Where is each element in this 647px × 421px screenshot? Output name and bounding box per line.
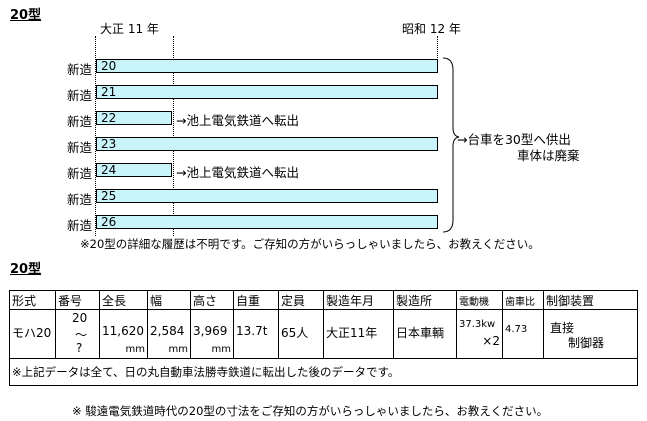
header-cell: 番号 bbox=[55, 290, 100, 310]
header-cell: 全長 bbox=[99, 290, 148, 310]
capacity-cell: 65人 bbox=[278, 309, 324, 359]
transfer-note: →池上電気鉄道へ転出 bbox=[176, 165, 299, 180]
row-label: 新造 bbox=[66, 166, 92, 181]
controller-cell: 直接 制御器 bbox=[543, 309, 638, 359]
timeline-start-label: 大正 11 年 bbox=[100, 22, 159, 36]
header-cell: 高さ bbox=[190, 290, 234, 310]
number-bottom: ? bbox=[76, 341, 83, 355]
built-date-cell: 大正11年 bbox=[323, 309, 394, 359]
length-cell: 11,620 mm bbox=[99, 309, 148, 359]
bogie-outcome-text: →台車を30型へ供出 bbox=[457, 132, 571, 147]
car-bar-20: 20 bbox=[96, 59, 438, 73]
weight-cell: 13.7t bbox=[233, 309, 279, 359]
spec-footnote-row: ※上記データは全て、日の丸自動車法勝寺鉄道に転出した後のデータです。 bbox=[9, 358, 638, 386]
transfer-note: →池上電気鉄道へ転出 bbox=[176, 113, 299, 128]
row-label: 新造 bbox=[66, 88, 92, 103]
car-bar-26: 26 bbox=[96, 215, 438, 229]
row-label: 新造 bbox=[66, 192, 92, 207]
motor-cell: 37.3kw ×2 bbox=[456, 309, 503, 359]
header-cell: 製造所 bbox=[393, 290, 457, 310]
spec-header-row: 形式 番号 全長 幅 高さ 自重 定員 製造年月 製造所 電動機 歯車比 制御装… bbox=[9, 290, 638, 310]
width-value: 2,584 bbox=[150, 324, 185, 338]
header-cell: 制御装置 bbox=[543, 290, 638, 310]
height-value: 3,969 bbox=[193, 324, 228, 338]
row-label: 新造 bbox=[66, 140, 92, 155]
header-cell: 製造年月 bbox=[323, 290, 394, 310]
height-cell: 3,969 mm bbox=[190, 309, 234, 359]
length-unit: mm bbox=[125, 344, 145, 355]
spec-footnote: ※上記データは全て、日の丸自動車法勝寺鉄道に転出した後のデータです。 bbox=[9, 358, 638, 386]
car-bar-22: 22 bbox=[96, 111, 172, 125]
length-value: 11,620 bbox=[102, 324, 144, 338]
section-title: 20型 bbox=[10, 262, 42, 277]
spec-data-row: モハ20 20 ～ ? 11,620 mm 2,584 mm 3,969 mm bbox=[9, 309, 638, 359]
timeline-guide-line bbox=[173, 36, 174, 236]
timeline-end-line bbox=[437, 36, 438, 58]
gear-ratio-cell: 4.73 bbox=[502, 309, 544, 359]
group-brace bbox=[442, 57, 460, 233]
header-cell: 形式 bbox=[9, 290, 56, 310]
timeline-start-line bbox=[95, 36, 96, 236]
number-top: 20 bbox=[72, 311, 88, 325]
car-bar-21: 21 bbox=[96, 85, 438, 99]
header-cell: 自重 bbox=[233, 290, 279, 310]
controller-line1: 直接 bbox=[550, 321, 575, 335]
motor-count: ×2 bbox=[482, 334, 500, 348]
dimension-note: ※ 駿遠電気鉄道時代の20型の寸法をご存知の方がいらっしゃいましたら、お教えくだ… bbox=[72, 404, 549, 418]
header-cell: 定員 bbox=[278, 290, 324, 310]
car-bar-25: 25 bbox=[96, 189, 438, 203]
timeline-end-label: 昭和 12 年 bbox=[402, 22, 461, 36]
width-cell: 2,584 mm bbox=[147, 309, 191, 359]
row-label: 新造 bbox=[66, 218, 92, 233]
number-range: ～ bbox=[75, 328, 88, 342]
model-cell: モハ20 bbox=[9, 309, 56, 359]
header-cell: 幅 bbox=[147, 290, 191, 310]
width-unit: mm bbox=[168, 344, 188, 355]
header-cell: 電動機 bbox=[456, 290, 503, 310]
maker-cell: 日本車輌 bbox=[393, 309, 457, 359]
history-note: ※20型の詳細な履歴は不明です。ご存知の方がいらっしゃいましたら、お教えください… bbox=[80, 237, 540, 251]
motor-power: 37.3kw bbox=[459, 319, 496, 330]
car-bar-23: 23 bbox=[96, 137, 438, 151]
body-outcome-text: 車体は廃棄 bbox=[517, 148, 580, 163]
controller-line2: 制御器 bbox=[568, 336, 605, 350]
height-unit: mm bbox=[211, 344, 231, 355]
row-label: 新造 bbox=[66, 62, 92, 77]
number-cell: 20 ～ ? bbox=[55, 309, 100, 359]
spec-table: 形式 番号 全長 幅 高さ 自重 定員 製造年月 製造所 電動機 歯車比 制御装… bbox=[9, 290, 638, 386]
car-bar-24: 24 bbox=[96, 163, 172, 177]
header-cell: 歯車比 bbox=[502, 290, 544, 310]
section-title: 20型 bbox=[10, 8, 42, 23]
row-label: 新造 bbox=[66, 114, 92, 129]
